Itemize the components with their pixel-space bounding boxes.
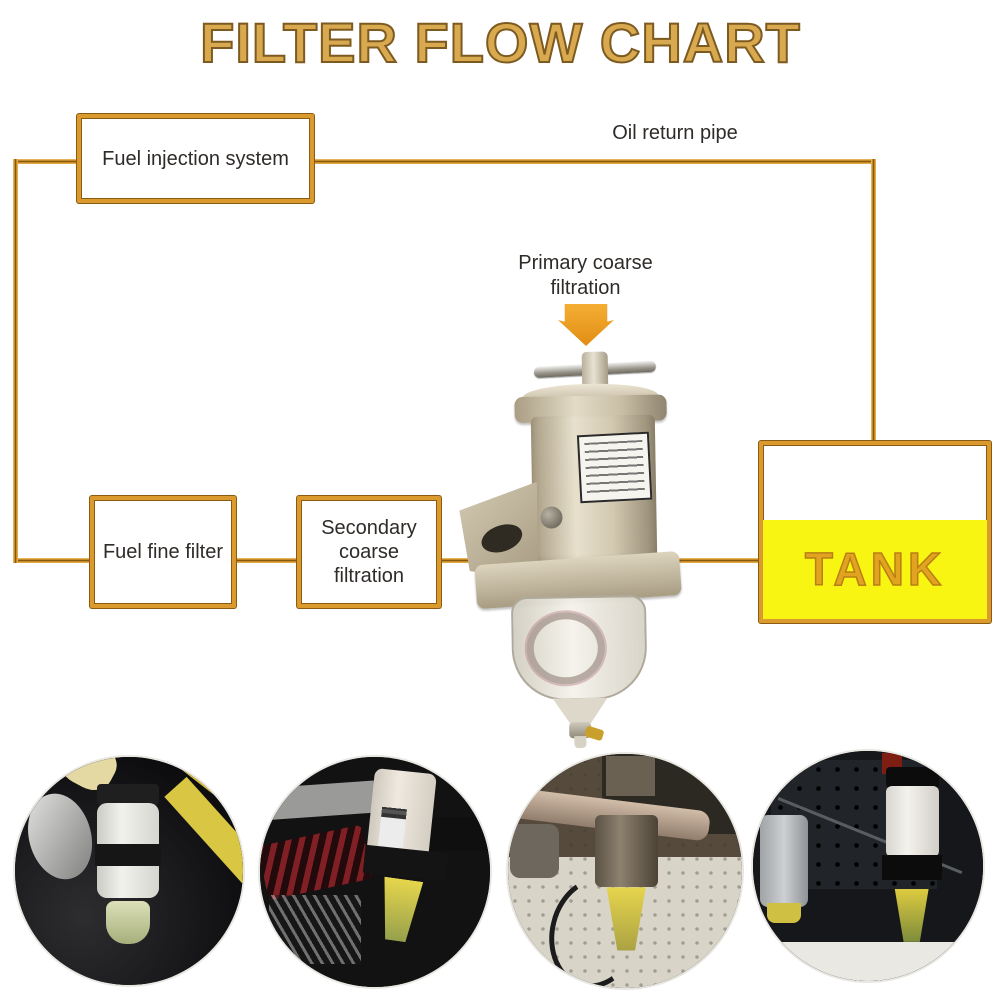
- filter-drain-tip: [574, 735, 587, 749]
- tank-box: TANK: [759, 441, 991, 623]
- photo1-filter-cap: [97, 784, 159, 805]
- photo4-ground: [753, 941, 983, 981]
- photo1-filter-bowl: [106, 900, 150, 944]
- photo4-gray-canister-bowl: [766, 902, 802, 924]
- pipe-right-to-tank: [871, 159, 876, 446]
- fuel-injection-system-box: Fuel injection system: [77, 114, 314, 203]
- photo4-filter-cylinder: [886, 785, 940, 857]
- photo3-filter-head: [594, 814, 658, 888]
- photo2-filter-label: [377, 806, 407, 848]
- photo4-filter-bottom-cap: [881, 854, 942, 880]
- photo4-filter-top-cap: [886, 767, 940, 788]
- oil-return-pipe-label: Oil return pipe: [612, 122, 738, 144]
- filter-drain-valve: [584, 725, 605, 742]
- pipe-top-oil-return: [13, 159, 876, 164]
- page-title: FILTER FLOW CHART: [199, 10, 801, 75]
- installation-photo-3: [508, 754, 742, 988]
- fuel-filter-water-separator-photo: [442, 344, 724, 749]
- pipe-left-return: [13, 159, 18, 563]
- photo2-chrome-parts: [269, 895, 362, 964]
- fuel-fine-filter-label: Fuel fine filter: [102, 541, 224, 563]
- fuel-injection-system-label: Fuel injection system: [102, 147, 289, 170]
- tank-label: TANK: [804, 543, 946, 597]
- secondary-coarse-filtration-box: Secondary coarse filtration: [297, 496, 441, 608]
- filter-spec-label: [576, 431, 653, 504]
- secondary-coarse-filtration-label: Secondary coarse filtration: [321, 517, 417, 587]
- filter-bowl-taper: [553, 698, 608, 725]
- installation-photo-2: [260, 757, 490, 987]
- primary-coarse-filtration-label: Primary coarse filtration: [518, 252, 653, 299]
- photo1-mount-band: [94, 843, 161, 867]
- fuel-fine-filter-box: Fuel fine filter: [90, 496, 236, 608]
- photo3-filter-head-top: [606, 756, 656, 797]
- photo3-side-cylinder: [510, 824, 560, 878]
- filter-spec-label-text-lines: [584, 439, 645, 495]
- down-arrow-icon: [558, 304, 614, 346]
- installation-photo-4: [753, 751, 983, 981]
- tank-fuel-level: TANK: [763, 519, 987, 619]
- photo4-gray-canister: [759, 815, 809, 908]
- installation-photo-1: [15, 757, 243, 985]
